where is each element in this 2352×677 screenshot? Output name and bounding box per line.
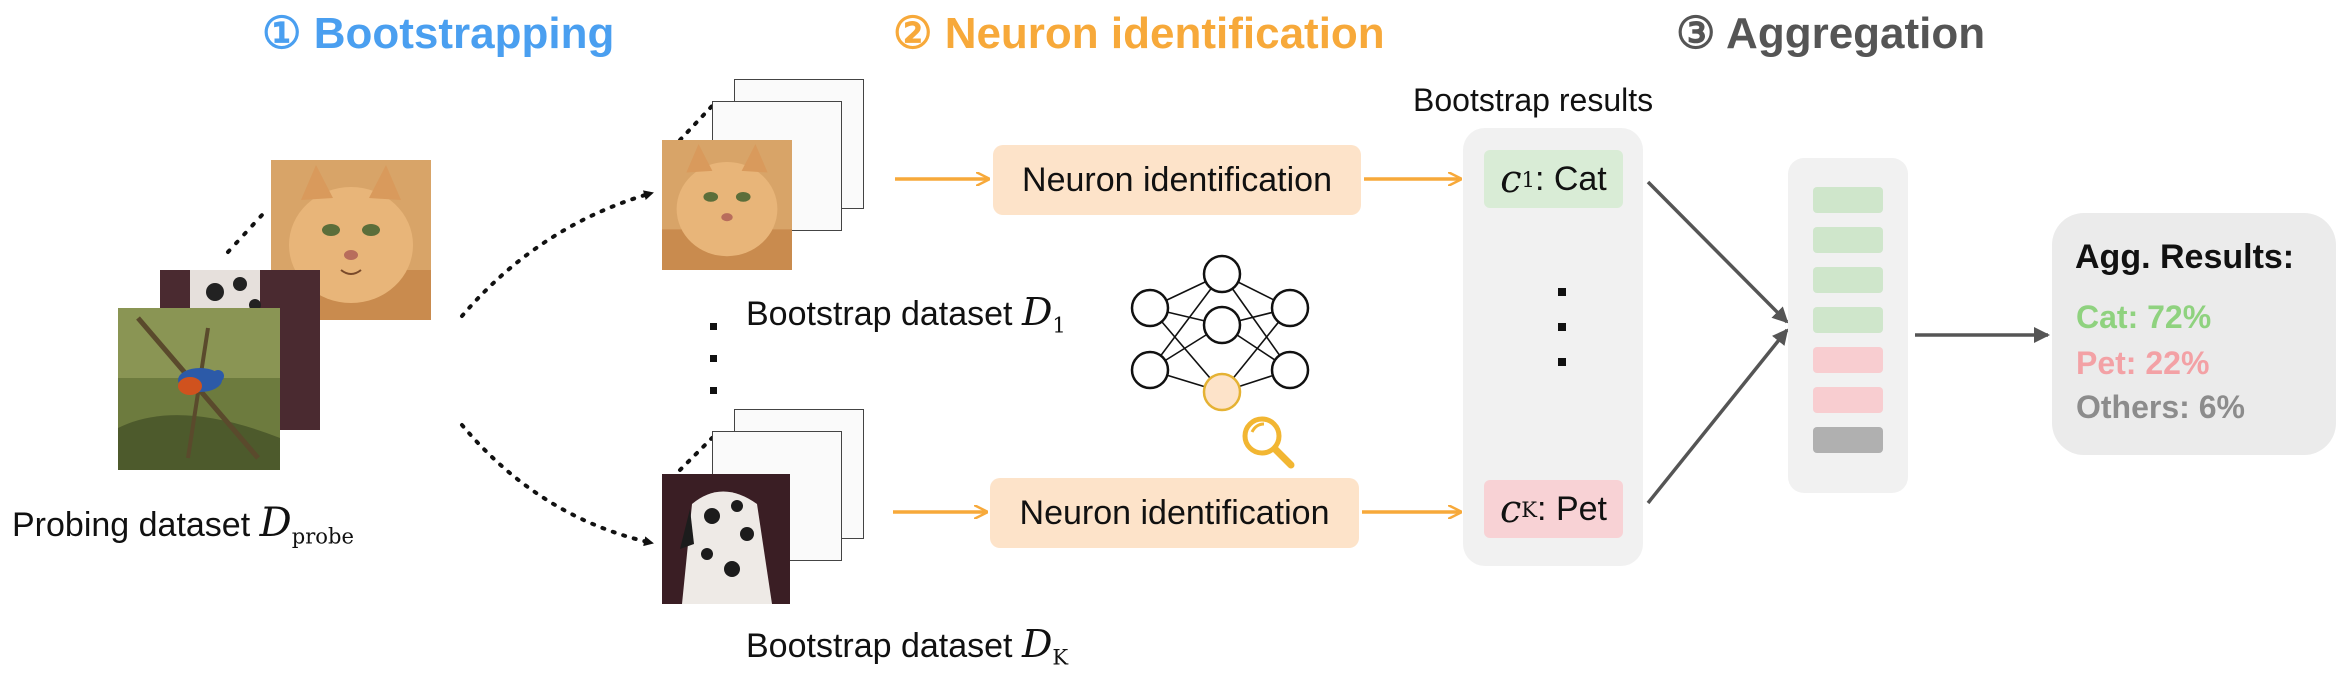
agg-result-others: Others: 6% [2076,389,2245,425]
agg-result-cat: Cat: 72% [2076,299,2212,335]
vote-bar-other [1813,427,1883,453]
vote-bar-cat [1813,187,1883,213]
aggregated-results-title: Agg. Results: [2075,238,2295,276]
bootstrap-top-symbol: D [1021,290,1053,334]
dotted-arrow-top [460,190,654,318]
vote-bar-cat [1813,307,1883,333]
vertical-ellipsis-results [1558,288,1566,366]
bootstrap-image-dog [662,474,790,604]
result-bottom-text: : Pet [1537,489,1607,528]
neural-network-icon [1130,254,1310,412]
stage-title-bootstrapping: ① Bootstrapping [262,8,614,59]
gray-arrow-top [1646,180,1789,324]
result-top-subscript: 1 [1521,166,1535,192]
probing-dataset-text: Probing dataset [12,506,260,544]
bootstrap-top-subscript: 1 [1052,312,1066,338]
probe-image-bird [118,308,280,470]
bootstrap-bottom-symbol: D [1021,622,1053,666]
magnifier-icon [1242,416,1295,469]
vote-bar-cat [1813,227,1883,253]
stage-number-3: ③ [1676,9,1716,58]
bootstrap-results-title: Bootstrap results [1413,82,1654,118]
result-bottom-subscript: K [1521,496,1538,522]
bootstrap-top-text: Bootstrap dataset [746,295,1022,333]
vertical-ellipsis-datasets [710,323,717,394]
result-bottom-symbol: c [1500,487,1522,531]
stack-dots-top [678,104,714,142]
gray-arrow-bottom [1646,328,1789,505]
aggregated-results-panel [2052,213,2336,455]
probing-dataset-label: Probing dataset Dprobe [12,500,354,548]
stage-title-neuron-identification: ② Neuron identification [893,8,1385,59]
bootstrap-dataset-bottom-label: Bootstrap dataset DK [746,622,1068,669]
result-top-text: : Cat [1534,159,1607,198]
bootstrap-bottom-text: Bootstrap dataset [746,627,1022,665]
stage-number-1: ① [262,9,302,58]
stage-title-aggregation: ③ Aggregation [1676,8,1985,59]
probing-dataset-subscript: probe [291,523,354,549]
stage-label-1: Bootstrapping [313,9,615,58]
neuron-identification-box-top: Neuron identification [993,145,1361,215]
bootstrap-bottom-subscript: K [1052,644,1069,670]
stage-label-3: Aggregation [1726,9,1986,58]
neuron-identification-box-bottom: Neuron identification [990,478,1359,548]
dotted-arrow-bottom [460,423,654,547]
bootstrap-image-cat [662,140,792,270]
agg-result-pet: Pet: 22% [2076,345,2210,381]
vote-bar-pet [1813,347,1883,373]
stage-label-2: Neuron identification [944,9,1385,58]
bootstrap-dataset-top-label: Bootstrap dataset D1 [746,290,1066,337]
result-top-symbol: c [1500,157,1522,201]
stack-dots-probe [226,213,264,254]
probing-dataset-symbol: D [259,500,292,546]
stack-dots-bottom [678,436,714,472]
stage-number-2: ② [893,9,933,58]
vote-bar-cat [1813,267,1883,293]
vote-bar-pet [1813,387,1883,413]
